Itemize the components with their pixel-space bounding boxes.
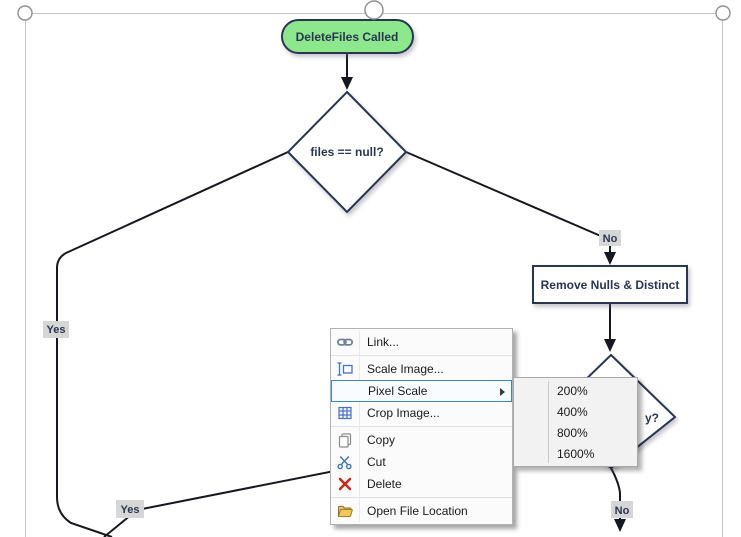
crop-image-icon (331, 405, 359, 421)
yes-bottom-label: Yes (121, 504, 140, 516)
edge-labels: Yes No Yes No (43, 230, 633, 518)
start-node-label: DeleteFiles Called (296, 30, 399, 44)
open-file-location-icon (331, 503, 359, 519)
menu-item-label: Pixel Scale (368, 384, 428, 398)
cut-icon (331, 454, 359, 470)
menu-item-pixel-scale[interactable]: Pixel Scale (331, 380, 512, 402)
menu-separator (331, 353, 512, 358)
arrowhead-decision1 (341, 77, 353, 90)
submenu-item-200[interactable]: 200% (514, 380, 637, 401)
menu-item-label: Open File Location (367, 504, 468, 518)
edge-yes-left (56, 151, 289, 537)
process1-label: Remove Nulls & Distinct (541, 278, 680, 292)
arrowhead-decision2 (604, 339, 616, 352)
copy-icon (331, 432, 359, 448)
process1-node (532, 265, 688, 304)
link-icon (331, 334, 359, 350)
start-node (281, 19, 414, 54)
selection-handles (17, 0, 731, 21)
menu-item-scale-image[interactable]: Scale Image... (331, 358, 512, 380)
edge-no-right (405, 151, 611, 252)
submenu-item-label: 200% (557, 383, 588, 398)
menu-separator (331, 495, 512, 500)
yes-bottom-label-bg (116, 500, 144, 518)
decision2-label-fragment: y? (645, 411, 659, 425)
no-right-label: No (603, 233, 618, 245)
no-bottom-label: No (615, 505, 630, 517)
yes-left-label-bg (43, 321, 69, 338)
menu-item-copy[interactable]: Copy (331, 429, 512, 451)
no-right-label-bg (599, 230, 621, 246)
arrowhead-bottom (614, 519, 626, 532)
resize-handle-top-left[interactable] (17, 5, 33, 21)
submenu-item-label: 1600% (557, 446, 595, 461)
menu-gutter-divider (359, 331, 360, 522)
pixel-scale-submenu: 200% 400% 800% 1600% (513, 377, 638, 467)
yes-left-label: Yes (47, 324, 66, 336)
menu-item-crop-image[interactable]: Crop Image... (331, 402, 512, 424)
decision1-label: files == null? (310, 145, 383, 159)
submenu-item-label: 400% (557, 404, 588, 419)
menu-item-label: Copy (367, 433, 396, 447)
context-menu: Link... Scale Image... Pixel Scale (330, 328, 513, 525)
resize-handle-top-right[interactable] (715, 5, 731, 21)
menu-item-delete[interactable]: Delete (331, 473, 512, 495)
menu-item-label: Scale Image... (367, 362, 444, 376)
submenu-item-1600[interactable]: 1600% (514, 443, 637, 464)
delete-icon (331, 476, 359, 492)
menu-item-link[interactable]: Link... (331, 331, 512, 353)
menu-item-label: Delete (367, 477, 402, 491)
submenu-item-label: 800% (557, 425, 588, 440)
menu-item-label: Crop Image... (367, 406, 440, 420)
menu-item-open-file-location[interactable]: Open File Location (331, 500, 512, 522)
menu-separator (331, 424, 512, 429)
submenu-item-800[interactable]: 800% (514, 422, 637, 443)
edge-no-bottom (610, 467, 621, 519)
submenu-item-400[interactable]: 400% (514, 401, 637, 422)
menu-item-label: Link... (367, 335, 400, 349)
menu-item-cut[interactable]: Cut (331, 451, 512, 473)
submenu-arrow-icon (500, 388, 505, 396)
no-bottom-label-bg (611, 501, 633, 518)
menu-item-label: Cut (367, 455, 386, 469)
submenu-gutter-divider (548, 381, 549, 463)
resize-handle-top-center[interactable] (364, 0, 384, 20)
scale-image-icon (331, 361, 359, 377)
decision1-node (286, 90, 408, 214)
arrowhead-process1 (604, 252, 616, 265)
